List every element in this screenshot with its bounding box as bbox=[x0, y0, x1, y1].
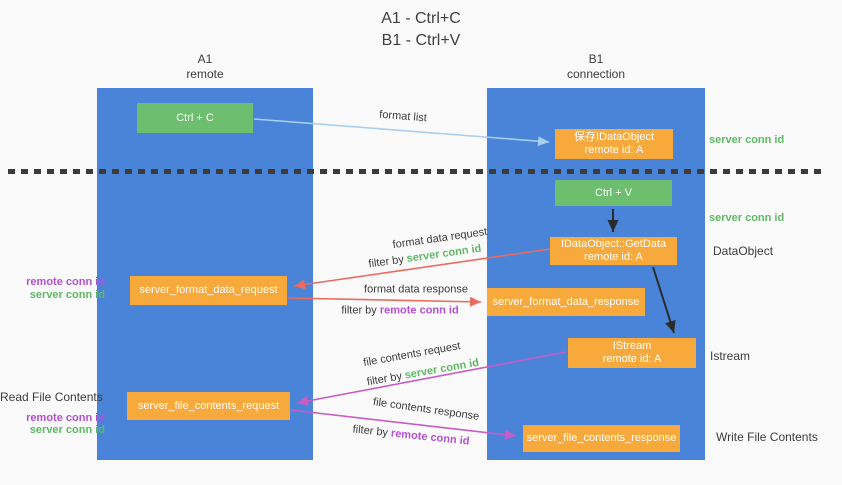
server-format-data-request-label: server_format_data_request bbox=[139, 284, 278, 296]
arrow-format-data-response bbox=[287, 296, 482, 307]
filter-by-text: filter by bbox=[341, 304, 380, 317]
format-data-response-filter-label: filter by remote conn id bbox=[341, 305, 458, 318]
filter-by-text: filter by bbox=[365, 369, 406, 389]
ctrl-v-box: Ctrl + V bbox=[555, 180, 672, 206]
idataobject-getdata-line1: IDataObject::GetData bbox=[560, 238, 667, 250]
lane-a1-name: A1 bbox=[197, 52, 213, 66]
lane-header-a1: A1 remote bbox=[97, 52, 313, 82]
title-line-1: A1 - Ctrl+C bbox=[381, 10, 461, 27]
machine-boundary-dotted-line bbox=[8, 169, 823, 174]
remote-conn-id-key: remote conn id bbox=[379, 304, 459, 317]
dataobject-label: DataObject bbox=[713, 244, 774, 258]
server-conn-id-label-left-top: server conn id bbox=[29, 289, 105, 301]
format-list-label: format list bbox=[378, 108, 428, 125]
lane-header-b1: B1 connection bbox=[487, 52, 705, 82]
server-conn-id-label-top: server conn id bbox=[709, 134, 785, 146]
remote-conn-id-label-bottom: remote conn id bbox=[26, 412, 105, 424]
server-file-contents-response-box: server_file_contents_response bbox=[523, 425, 680, 452]
server-file-contents-request-label: server_file_contents_request bbox=[137, 399, 280, 412]
file-contents-response-label: file contents response bbox=[372, 396, 480, 423]
server-conn-id-label-left-bottom: server conn id bbox=[29, 424, 105, 436]
ctrl-c-label: Ctrl + C bbox=[176, 111, 214, 124]
server-file-contents-request-box: server_file_contents_request bbox=[127, 392, 290, 420]
istream-side-label: Istream bbox=[710, 349, 751, 363]
idataobject-getdata-line2: remote id: A bbox=[584, 251, 643, 263]
filter-by-text: filter by bbox=[367, 253, 408, 271]
ctrl-v-label: Ctrl + V bbox=[595, 186, 632, 199]
remote-conn-id-label-top: remote conn id bbox=[26, 276, 105, 288]
file-contents-response-filter-label: filter by remote conn id bbox=[352, 423, 470, 448]
title-line-2: B1 - Ctrl+V bbox=[381, 32, 461, 49]
server-conn-id-label-mid: server conn id bbox=[709, 212, 785, 224]
server-file-contents-response-label: server_file_contents_response bbox=[526, 432, 677, 444]
idataobject-getdata-box: IDataObject::GetData remote id: A bbox=[550, 237, 677, 265]
istream-line1: IStream bbox=[612, 340, 652, 352]
filter-by-text: filter by bbox=[352, 423, 392, 440]
server-format-data-request-box: server_format_data_request bbox=[130, 276, 287, 305]
save-idataobject-box: 保存IDataObject remote id: A bbox=[555, 129, 673, 159]
server-format-data-response-label: server_format_data_response bbox=[492, 295, 640, 308]
save-idataobject-line1: 保存IDataObject bbox=[573, 131, 655, 143]
save-idataobject-line2: remote id: A bbox=[584, 144, 644, 156]
istream-box: IStream remote id: A bbox=[568, 338, 696, 368]
lane-b1-subtitle: connection bbox=[566, 67, 626, 81]
ctrl-c-box: Ctrl + C bbox=[137, 103, 253, 133]
write-file-contents-label: Write File Contents bbox=[716, 430, 818, 444]
read-file-contents-label: Read File Contents bbox=[0, 390, 103, 404]
format-data-response-label: format data response bbox=[364, 283, 468, 296]
lane-b1-name: B1 bbox=[588, 52, 604, 66]
remote-conn-id-key: remote conn id bbox=[390, 427, 471, 448]
diagram-title: A1 - Ctrl+C B1 - Ctrl+V bbox=[0, 8, 842, 52]
lane-a1-subtitle: remote bbox=[186, 67, 224, 81]
istream-line2: remote id: A bbox=[602, 353, 662, 365]
server-format-data-response-box: server_format_data_response bbox=[487, 288, 645, 316]
